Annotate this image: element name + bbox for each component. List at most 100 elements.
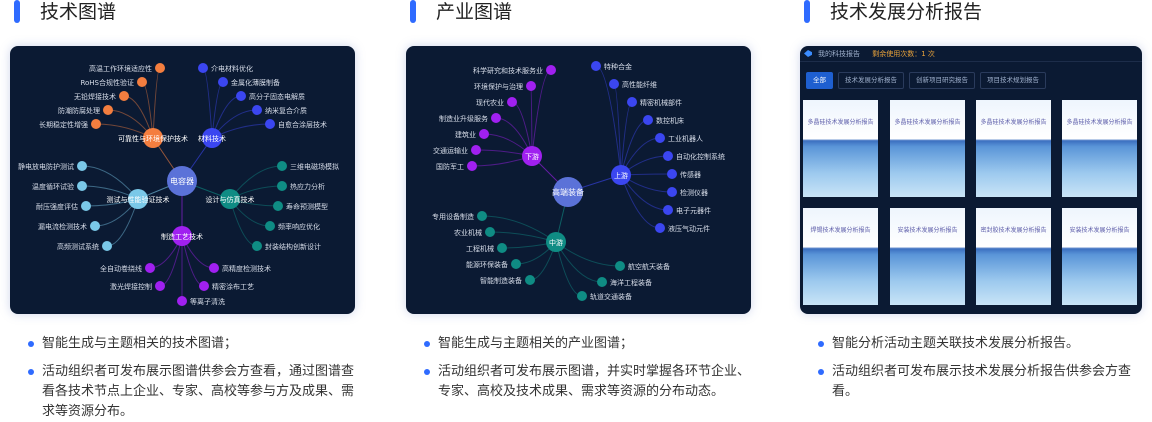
leaf-node[interactable]	[273, 201, 283, 211]
tech-graph[interactable]: 高温工作环境适应性RoHS合规性验证无铅焊接技术防潮防腐处理长期稳定性增强可靠性…	[10, 46, 355, 314]
bullet-item: 活动组织者可发布展示技术发展分析报告供参会方查看。	[818, 362, 1148, 402]
leaf-node[interactable]	[597, 277, 607, 287]
back-icon[interactable]	[804, 50, 812, 57]
leaf-node[interactable]	[119, 91, 129, 101]
leaf-node[interactable]	[91, 119, 101, 129]
leaf-node[interactable]	[643, 115, 653, 125]
leaf-node[interactable]	[477, 211, 487, 221]
leaf-label: 智能制造装备	[480, 276, 522, 285]
branch-node[interactable]	[220, 189, 240, 209]
leaf-label: 数控机床	[656, 116, 684, 125]
branch-node[interactable]	[522, 146, 542, 166]
leaf-label: RoHS合规性验证	[80, 78, 134, 87]
report-card[interactable]: 多晶硅技术发展分析报告	[976, 100, 1051, 197]
leaf-node[interactable]	[155, 63, 165, 73]
report-card[interactable]: 多晶硅技术发展分析报告	[890, 100, 965, 197]
leaf-label: 航空航天装备	[628, 262, 670, 271]
branch-node[interactable]	[143, 128, 163, 148]
leaf-node[interactable]	[655, 223, 665, 233]
branch-node[interactable]	[611, 165, 631, 185]
branch-label: 可靠性与环境保护技术	[118, 134, 188, 143]
leaf-label: 高性能纤维	[622, 80, 657, 89]
leaf-label: 精密机械部件	[640, 98, 682, 107]
report-card-title: 多晶硅技术发展分析报告	[894, 119, 961, 126]
leaf-node[interactable]	[77, 181, 87, 191]
leaf-node[interactable]	[252, 241, 262, 251]
section-industry-graph: 产业图谱 科学研究和技术服务业环境保护与治理现代农业制造业升级服务建筑业交通运输…	[406, 0, 751, 419]
leaf-node[interactable]	[467, 161, 477, 171]
leaf-node[interactable]	[485, 227, 495, 237]
leaf-node[interactable]	[497, 243, 507, 253]
report-card[interactable]: 多晶硅技术发展分析报告	[803, 100, 878, 197]
report-card-title: 安装技术发展分析报告	[1069, 227, 1130, 234]
leaf-node[interactable]	[103, 105, 113, 115]
leaf-node[interactable]	[199, 281, 209, 291]
tab-tech-planning[interactable]: 项目技术规划报告	[980, 72, 1046, 89]
report-card[interactable]: 密封胶技术发展分析报告	[976, 208, 1051, 305]
center-node[interactable]	[553, 177, 583, 207]
leaf-node[interactable]	[265, 119, 275, 129]
leaf-node[interactable]	[526, 81, 536, 91]
leaf-label: 制造业升级服务	[439, 114, 488, 123]
leaf-node[interactable]	[265, 221, 275, 231]
branch-node[interactable]	[546, 232, 566, 252]
leaf-label: 耐压强度评估	[36, 202, 78, 211]
tab-innovation-research[interactable]: 创新项目研究报告	[909, 72, 975, 89]
leaf-label: 科学研究和技术服务业	[473, 66, 543, 75]
leaf-node[interactable]	[177, 296, 187, 306]
leaf-node[interactable]	[667, 169, 677, 179]
industry-graph[interactable]: 科学研究和技术服务业环境保护与治理现代农业制造业升级服务建筑业交通运输业国防军工…	[406, 46, 751, 314]
leaf-node[interactable]	[655, 133, 665, 143]
reports-header: 我的科技报告 剩余使用次数：1 次	[800, 46, 1142, 62]
leaf-node[interactable]	[102, 241, 112, 251]
leaf-node[interactable]	[491, 113, 501, 123]
tab-tech-analysis[interactable]: 技术发展分析报告	[838, 72, 904, 89]
center-node[interactable]	[167, 166, 197, 196]
industry-graph-panel[interactable]: 科学研究和技术服务业环境保护与治理现代农业制造业升级服务建筑业交通运输业国防军工…	[406, 46, 751, 314]
leaf-node[interactable]	[511, 259, 521, 269]
leaf-node[interactable]	[90, 221, 100, 231]
leaf-label: 金属化薄膜制备	[231, 78, 280, 87]
leaf-node[interactable]	[525, 275, 535, 285]
branch-node[interactable]	[128, 189, 148, 209]
leaf-node[interactable]	[507, 97, 517, 107]
leaf-node[interactable]	[209, 263, 219, 273]
leaf-node[interactable]	[81, 201, 91, 211]
report-card-title: 多晶硅技术发展分析报告	[980, 119, 1047, 126]
leaf-node[interactable]	[615, 261, 625, 271]
report-card[interactable]: 多晶硅技术发展分析报告	[1062, 100, 1137, 197]
leaf-node[interactable]	[218, 77, 228, 87]
leaf-node[interactable]	[77, 161, 87, 171]
leaf-node[interactable]	[663, 151, 673, 161]
leaf-label: 专用设备制造	[432, 212, 474, 221]
tab-all[interactable]: 全部	[806, 72, 833, 89]
graph-edge	[489, 231, 557, 243]
section-title: 技术发展分析报告	[830, 1, 983, 23]
leaf-node[interactable]	[591, 61, 601, 71]
leaf-node[interactable]	[546, 65, 556, 75]
branch-node[interactable]	[202, 128, 222, 148]
leaf-node[interactable]	[277, 181, 287, 191]
leaf-node[interactable]	[137, 77, 147, 87]
leaf-node[interactable]	[236, 91, 246, 101]
leaf-node[interactable]	[479, 129, 489, 139]
leaf-node[interactable]	[609, 79, 619, 89]
report-card[interactable]: 焊锡技术发展分析报告	[803, 208, 878, 305]
leaf-node[interactable]	[198, 63, 208, 73]
leaf-node[interactable]	[627, 97, 637, 107]
leaf-label: 海洋工程装备	[610, 278, 652, 287]
leaf-node[interactable]	[471, 145, 481, 155]
report-card[interactable]: 安装技术发展分析报告	[1062, 208, 1137, 305]
leaf-node[interactable]	[663, 205, 673, 215]
report-card[interactable]: 安装技术发展分析报告	[890, 208, 965, 305]
leaf-label: 无铅焊接技术	[74, 92, 116, 101]
leaf-node[interactable]	[277, 161, 287, 171]
leaf-node[interactable]	[252, 105, 262, 115]
leaf-node[interactable]	[145, 263, 155, 273]
leaf-node[interactable]	[577, 291, 587, 301]
leaf-node[interactable]	[667, 187, 677, 197]
branch-node[interactable]	[172, 226, 192, 246]
leaf-node[interactable]	[155, 281, 165, 291]
leaf-label: 激光焊接控制	[110, 282, 152, 291]
